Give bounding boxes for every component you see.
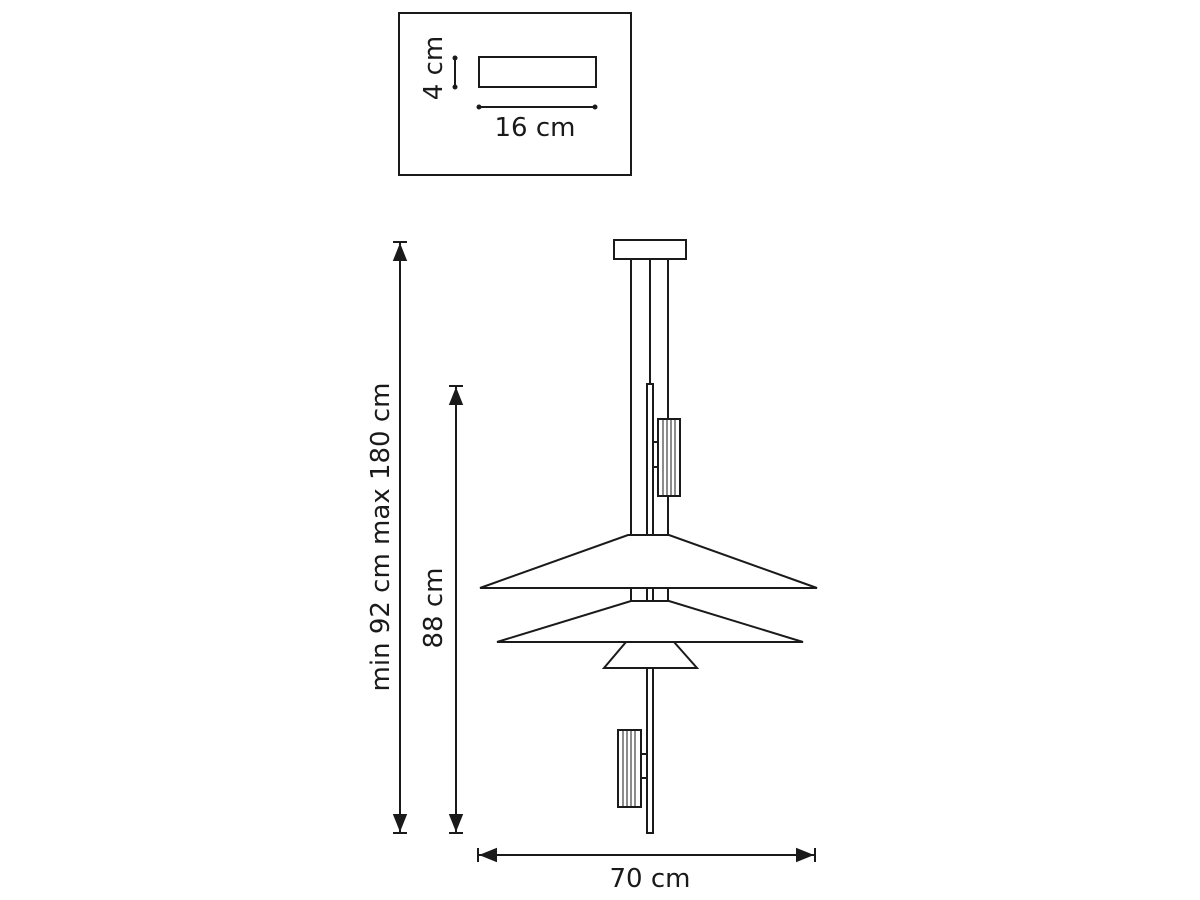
total-height-label: min 92 cm max 180 cm (366, 383, 396, 692)
canopy-width-label: 16 cm (495, 113, 576, 143)
canopy-plate-top-view (478, 56, 597, 88)
shade-connector (630, 588, 669, 601)
body-height-dimension (448, 385, 464, 834)
lower-cone (601, 641, 700, 669)
ceiling-canopy (613, 239, 687, 260)
canopy-height-label: 4 cm (419, 36, 449, 100)
inset-frame (398, 12, 632, 176)
pendant-lamp (479, 239, 818, 834)
canopy-width-dimension (476, 104, 598, 110)
body-height-label: 88 cm (419, 568, 449, 649)
upper-light-module (653, 418, 681, 497)
lower-rod (646, 667, 654, 834)
canopy-inset: 4 cm 16 cm (398, 12, 632, 176)
upper-rod (646, 383, 654, 536)
width-dimension (477, 847, 816, 863)
lower-light-module (617, 729, 647, 808)
middle-shade (496, 600, 804, 643)
width-label: 70 cm (610, 864, 691, 894)
total-height-dimension (392, 241, 408, 834)
upper-shade (479, 534, 818, 589)
canopy-height-dimension (452, 55, 458, 90)
